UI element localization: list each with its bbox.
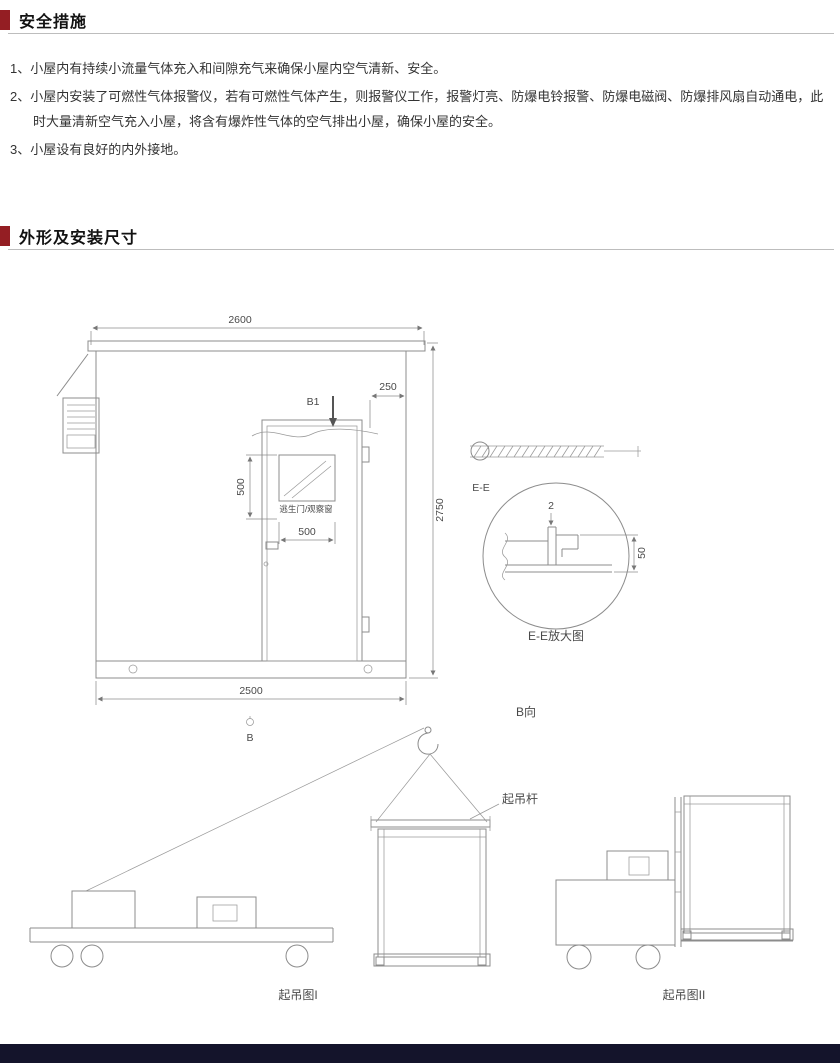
lifting-rod xyxy=(370,816,491,831)
dim-gap-value: 2 xyxy=(548,500,554,512)
door-handle xyxy=(263,541,279,567)
dim-window-height: 500 xyxy=(235,454,277,520)
detail-circle xyxy=(482,482,630,630)
dim-window-width-value: 500 xyxy=(298,526,316,538)
cabin-body xyxy=(95,350,407,662)
break-line xyxy=(251,428,379,438)
view-b-marker: B xyxy=(246,716,254,744)
panel-joint-detail xyxy=(502,526,612,581)
cabin-roof xyxy=(87,340,426,352)
forklift xyxy=(555,797,793,970)
accent-square-icon xyxy=(0,10,10,30)
lifting-figure-2-label: 起吊图II xyxy=(663,988,706,1002)
cabin-main-view: 2600 xyxy=(56,314,446,744)
label-b1: B1 xyxy=(307,396,320,408)
ee-section-strip: E-E xyxy=(470,441,641,494)
ee-detail-label: E-E放大图 xyxy=(528,628,584,643)
safety-item-3: 3、小屋设有良好的内外接地。 xyxy=(10,142,187,157)
section-title-outline: 外形及安装尺寸 xyxy=(19,230,139,247)
dim-width-bottom-value: 2500 xyxy=(239,685,263,697)
label-b: B xyxy=(246,732,253,744)
crane-cable xyxy=(85,727,425,892)
view-b-label: B向 xyxy=(516,704,536,719)
divider-outline xyxy=(8,249,834,250)
ee-cut-circle-icon xyxy=(470,441,490,461)
dim-door-to-wall: 250 xyxy=(369,381,405,428)
dim-window-height-value: 500 xyxy=(235,478,247,496)
crane-hook-icon xyxy=(417,726,439,755)
door-hinges xyxy=(361,446,370,633)
ee-detail-view: 2 50 E-E放大图 xyxy=(482,482,648,643)
dim-overlap-value: 50 xyxy=(636,547,648,559)
dim-width-top-value: 2600 xyxy=(228,314,252,326)
section-header-safety: 安全措施 xyxy=(0,9,87,31)
dim-height-right: 2750 xyxy=(409,342,446,679)
lifting-figure-2: 起吊图II xyxy=(555,795,794,1002)
dim-gap: 2 xyxy=(548,500,554,526)
accent-square-icon xyxy=(0,226,10,246)
sling-lines xyxy=(375,753,488,823)
lifting-figure-1: 起吊图I xyxy=(29,890,334,1002)
safety-item-2: 2、小屋内安装了可燃性气体报警仪，若有可燃性气体产生，则报警仪工作，报警灯亮、防… xyxy=(10,89,824,129)
dim-window-width: 500 xyxy=(278,522,336,544)
side-vent-louver xyxy=(56,353,100,454)
footer-bar xyxy=(0,1044,840,1063)
safety-text-block: 1、小屋内有持续小流量气体充入和间隙充气来确保小屋内空气清新、安全。 2、小屋内… xyxy=(10,56,832,165)
lifting-rod-label: 起吊杆 xyxy=(502,792,538,806)
divider-safety xyxy=(8,33,834,34)
section-title-safety: 安全措施 xyxy=(19,14,88,31)
dim-overlap: 50 xyxy=(580,534,648,573)
view-b1-marker: B1 xyxy=(307,396,337,427)
rod-leader-line xyxy=(469,803,500,820)
door-label: 逃生门/观察窗 xyxy=(279,504,332,514)
dim-height-right-value: 2750 xyxy=(434,498,446,522)
escape-door: 逃生门/观察窗 xyxy=(261,419,370,662)
cabin-base xyxy=(95,660,407,679)
lifting-figure-1-label: 起吊图I xyxy=(278,988,317,1002)
section-header-outline: 外形及安装尺寸 xyxy=(0,225,138,247)
flatbed-truck xyxy=(29,890,334,968)
safety-item-1: 1、小屋内有持续小流量气体充入和间隙充气来确保小屋内空气清新、安全。 xyxy=(10,61,447,76)
dim-width-top: 2600 xyxy=(90,314,425,345)
observation-window xyxy=(278,454,336,502)
carried-cabin xyxy=(680,795,794,941)
dim-width-bottom: 2500 xyxy=(95,681,407,705)
lifting-assembly: 起吊杆 xyxy=(85,726,538,967)
dim-door-to-wall-value: 250 xyxy=(379,381,397,393)
ee-section-label: E-E xyxy=(472,482,490,494)
lifted-cabin xyxy=(373,828,491,967)
